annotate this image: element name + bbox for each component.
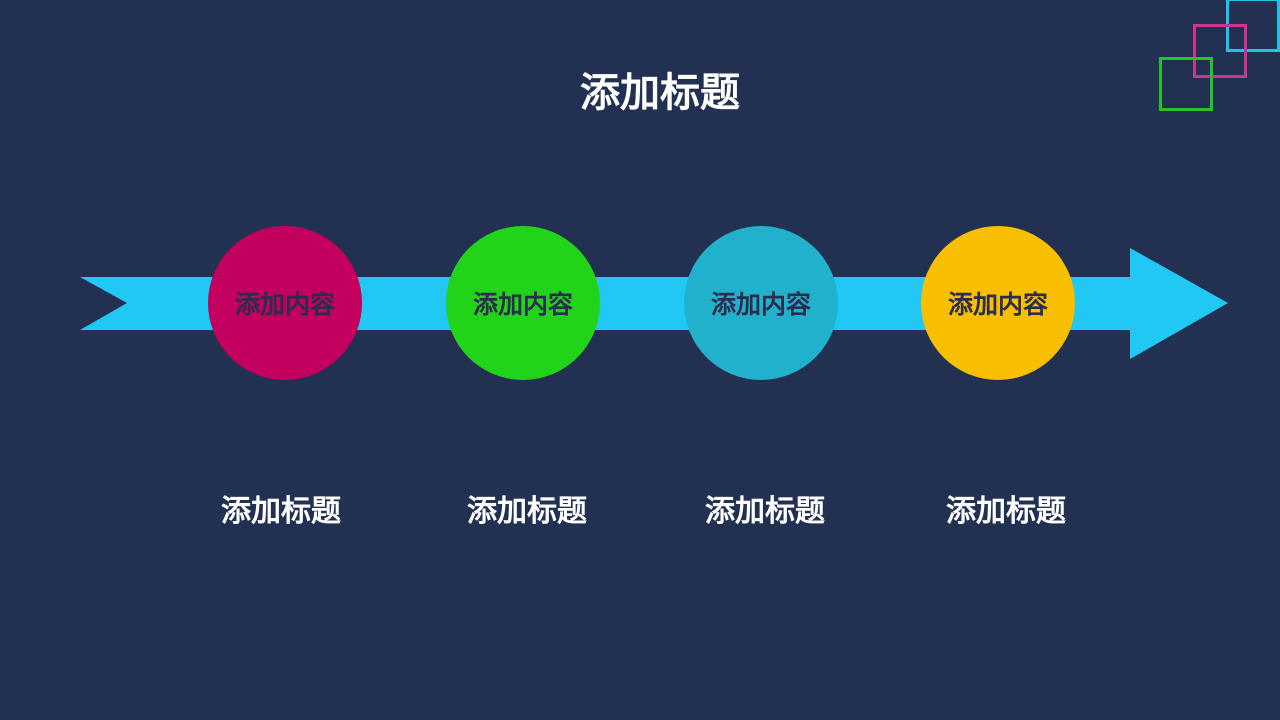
step-circle-1: 添加内容 bbox=[208, 226, 362, 380]
slide-title: 添加标题 bbox=[580, 70, 740, 116]
decor-square-pink bbox=[1193, 24, 1247, 78]
step-title-1: 添加标题 bbox=[221, 494, 341, 529]
step-title-3: 添加标题 bbox=[705, 494, 825, 529]
step-title-2: 添加标题 bbox=[467, 494, 587, 529]
step-content: 添加内容 bbox=[234, 290, 335, 319]
step-circle-3: 添加内容 bbox=[684, 226, 838, 380]
step-title-4: 添加标题 bbox=[946, 494, 1066, 529]
step-content: 添加内容 bbox=[947, 290, 1048, 319]
step-content: 添加内容 bbox=[710, 290, 811, 319]
arrow-shape bbox=[80, 248, 1228, 359]
step-circle-4: 添加内容 bbox=[921, 226, 1075, 380]
decor-square-green bbox=[1159, 57, 1213, 111]
step-content: 添加内容 bbox=[472, 290, 573, 319]
step-circle-2: 添加内容 bbox=[446, 226, 600, 380]
